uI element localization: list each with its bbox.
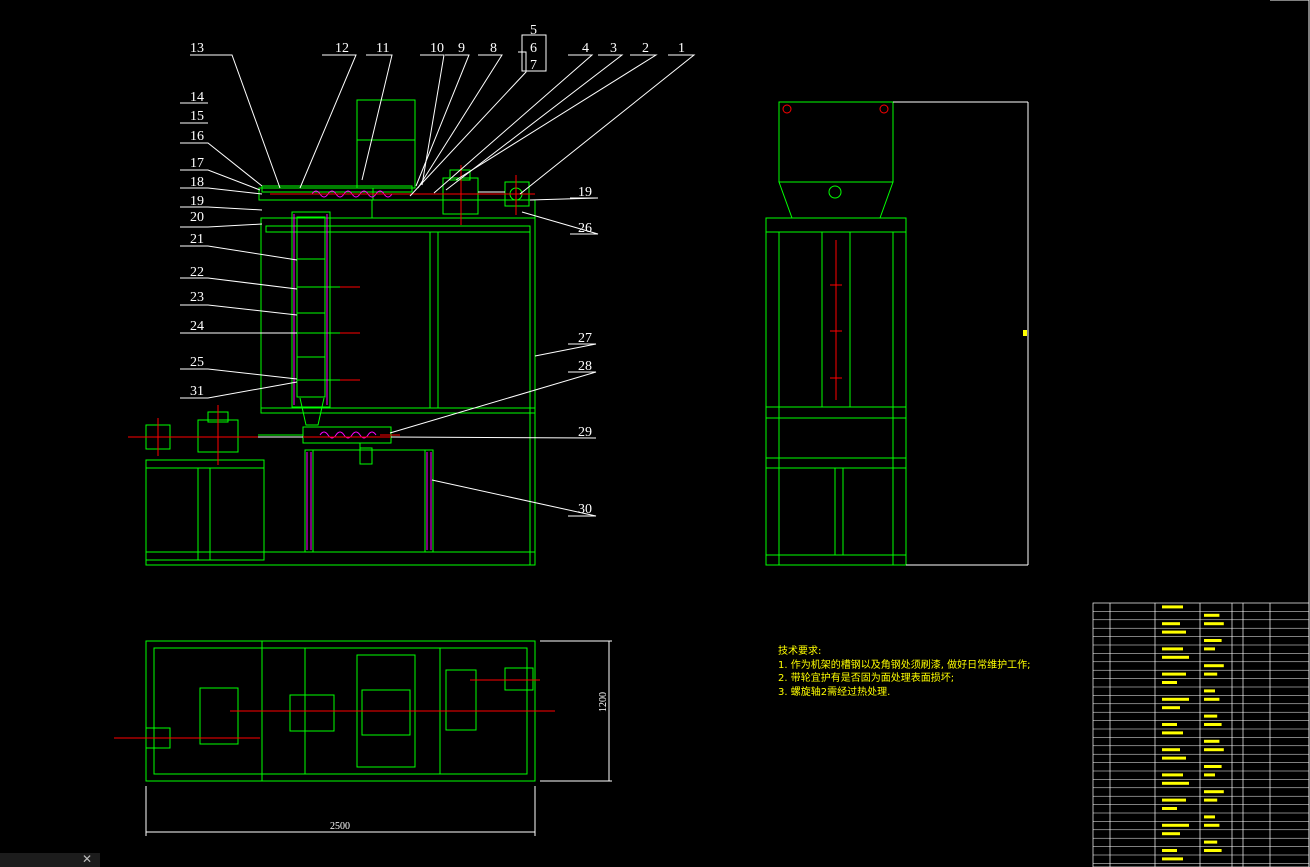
parts-list-cell-mark bbox=[1162, 823, 1189, 827]
side-dimension-marker bbox=[1023, 330, 1027, 336]
balloon-label: 23 bbox=[190, 290, 204, 305]
parts-list-cell-mark bbox=[1204, 790, 1224, 794]
plan-dimensions bbox=[145, 640, 612, 836]
side-centerlines bbox=[782, 104, 889, 400]
balloon-labels-right: 19 26 27 28 29 30 bbox=[578, 185, 592, 517]
side-view bbox=[765, 101, 1029, 566]
parts-list-cell-mark bbox=[1204, 647, 1215, 651]
balloon-label: 30 bbox=[578, 502, 592, 517]
balloon-label: 19 bbox=[190, 194, 204, 209]
balloon-label: 21 bbox=[190, 232, 204, 247]
parts-list-cell-mark bbox=[1162, 630, 1186, 634]
parts-list-cell-mark bbox=[1162, 622, 1180, 626]
white-details bbox=[258, 191, 505, 438]
parts-list-cell-mark bbox=[1162, 748, 1180, 752]
parts-list-cell-mark bbox=[1204, 823, 1220, 827]
balloon-label: 12 bbox=[335, 41, 349, 56]
parts-list-table bbox=[1092, 602, 1310, 867]
parts-list-cell-mark bbox=[1162, 605, 1183, 609]
parts-list-cell-mark bbox=[1204, 664, 1224, 668]
parts-list-cell-mark bbox=[1162, 681, 1177, 684]
balloon-label: 14 bbox=[190, 90, 204, 105]
parts-list-cell-mark bbox=[1204, 739, 1220, 743]
balloon-label: 9 bbox=[458, 41, 465, 56]
balloon-label: 17 bbox=[190, 156, 204, 171]
dimension-plan-height: 1200 bbox=[598, 692, 609, 712]
balloon-label: 28 bbox=[578, 359, 592, 374]
parts-list-cell-mark bbox=[1204, 622, 1224, 626]
parts-list-cell-mark bbox=[1162, 832, 1180, 836]
balloon-label: 6 bbox=[530, 41, 537, 56]
balloon-labels-left: 14 15 16 17 18 19 20 21 22 23 24 25 31 bbox=[190, 90, 204, 399]
parts-list-cells bbox=[1162, 605, 1224, 861]
layout-tab-bar[interactable] bbox=[0, 853, 100, 867]
balloon-label: 31 bbox=[190, 384, 204, 399]
tech-title: 技术要求: bbox=[778, 646, 822, 657]
technical-requirements: 技术要求: 1. 作为机架的槽钢以及角钢处须刷漆, 做好日常维护工作; 2. 带… bbox=[778, 645, 1030, 699]
parts-list-cell-mark bbox=[1162, 781, 1189, 785]
balloon-label: 4 bbox=[582, 41, 589, 56]
balloon-label: 25 bbox=[190, 355, 204, 370]
parts-list-cell-mark bbox=[1162, 706, 1180, 710]
parts-list-cell-mark bbox=[1162, 647, 1183, 651]
parts-list-rows bbox=[1093, 611, 1309, 864]
balloon-label: 13 bbox=[190, 41, 204, 56]
parts-list-cell-mark bbox=[1204, 765, 1222, 768]
balloon-label: 7 bbox=[530, 58, 537, 73]
tech-item: 2. 带轮宜护有是否固为面处理表面损坏; bbox=[778, 673, 955, 684]
parts-list-cell-mark bbox=[1162, 697, 1189, 701]
parts-list-cell-mark bbox=[1204, 840, 1218, 844]
parts-list-cell-mark bbox=[1162, 773, 1183, 777]
tech-item: 1. 作为机架的槽钢以及角钢处须刷漆, 做好日常维护工作; bbox=[778, 659, 1031, 671]
balloon-label: 19 bbox=[578, 185, 592, 200]
tech-item: 3. 螺旋轴2需经过热处理. bbox=[778, 686, 891, 698]
parts-list-cell-mark bbox=[1162, 798, 1186, 802]
parts-list-cell-mark bbox=[1204, 849, 1222, 852]
balloon-label: 1 bbox=[678, 41, 685, 56]
balloon-label: 27 bbox=[578, 331, 592, 346]
plan-centerlines bbox=[114, 679, 555, 739]
balloon-label: 26 bbox=[578, 221, 592, 236]
close-icon[interactable]: ✕ bbox=[82, 852, 93, 866]
dimension-plan-width: 2500 bbox=[330, 821, 350, 832]
parts-list-cell-mark bbox=[1162, 672, 1186, 676]
parts-list-cell-mark bbox=[1204, 613, 1220, 617]
balloon-label: 8 bbox=[490, 41, 497, 56]
balloon-label: 16 bbox=[190, 129, 204, 144]
parts-list-cell-mark bbox=[1204, 714, 1218, 718]
balloon-label: 10 bbox=[430, 41, 444, 56]
balloon-label: 11 bbox=[376, 41, 389, 56]
parts-list-cell-mark bbox=[1162, 807, 1177, 810]
parts-list-cell-mark bbox=[1204, 798, 1218, 802]
balloon-label: 18 bbox=[190, 175, 204, 190]
balloon-label: 22 bbox=[190, 265, 204, 280]
sheet-frame-line bbox=[1270, 0, 1310, 867]
leader-lines bbox=[180, 34, 696, 517]
balloon-labels-top: 13 12 11 10 9 8 5 6 7 4 3 2 1 bbox=[190, 23, 685, 73]
parts-list-cell-mark bbox=[1204, 639, 1222, 642]
parts-list-cell-mark bbox=[1204, 815, 1215, 819]
parts-list-cell-mark bbox=[1162, 857, 1183, 861]
parts-list-cell-mark bbox=[1204, 748, 1224, 752]
balloon-label: 15 bbox=[190, 109, 204, 124]
parts-list-cell-mark bbox=[1162, 756, 1186, 760]
parts-list-cell-mark bbox=[1162, 849, 1177, 852]
parts-list-cell-mark bbox=[1204, 672, 1218, 676]
parts-list-cell-mark bbox=[1162, 655, 1189, 659]
parts-list-cell-mark bbox=[1204, 723, 1222, 726]
parts-list-cell-mark bbox=[1204, 773, 1215, 777]
front-hatching bbox=[293, 190, 432, 550]
parts-list-cell-mark bbox=[1162, 731, 1183, 735]
balloon-label: 5 bbox=[530, 23, 537, 38]
parts-list-cell-mark bbox=[1204, 689, 1215, 693]
balloon-label: 2 bbox=[642, 41, 649, 56]
balloon-label: 20 bbox=[190, 210, 204, 225]
balloon-label: 3 bbox=[610, 41, 617, 56]
parts-list-cell-mark bbox=[1204, 697, 1220, 701]
balloon-label: 24 bbox=[190, 319, 204, 334]
parts-list-cell-mark bbox=[1162, 723, 1177, 726]
balloon-label: 29 bbox=[578, 425, 592, 440]
